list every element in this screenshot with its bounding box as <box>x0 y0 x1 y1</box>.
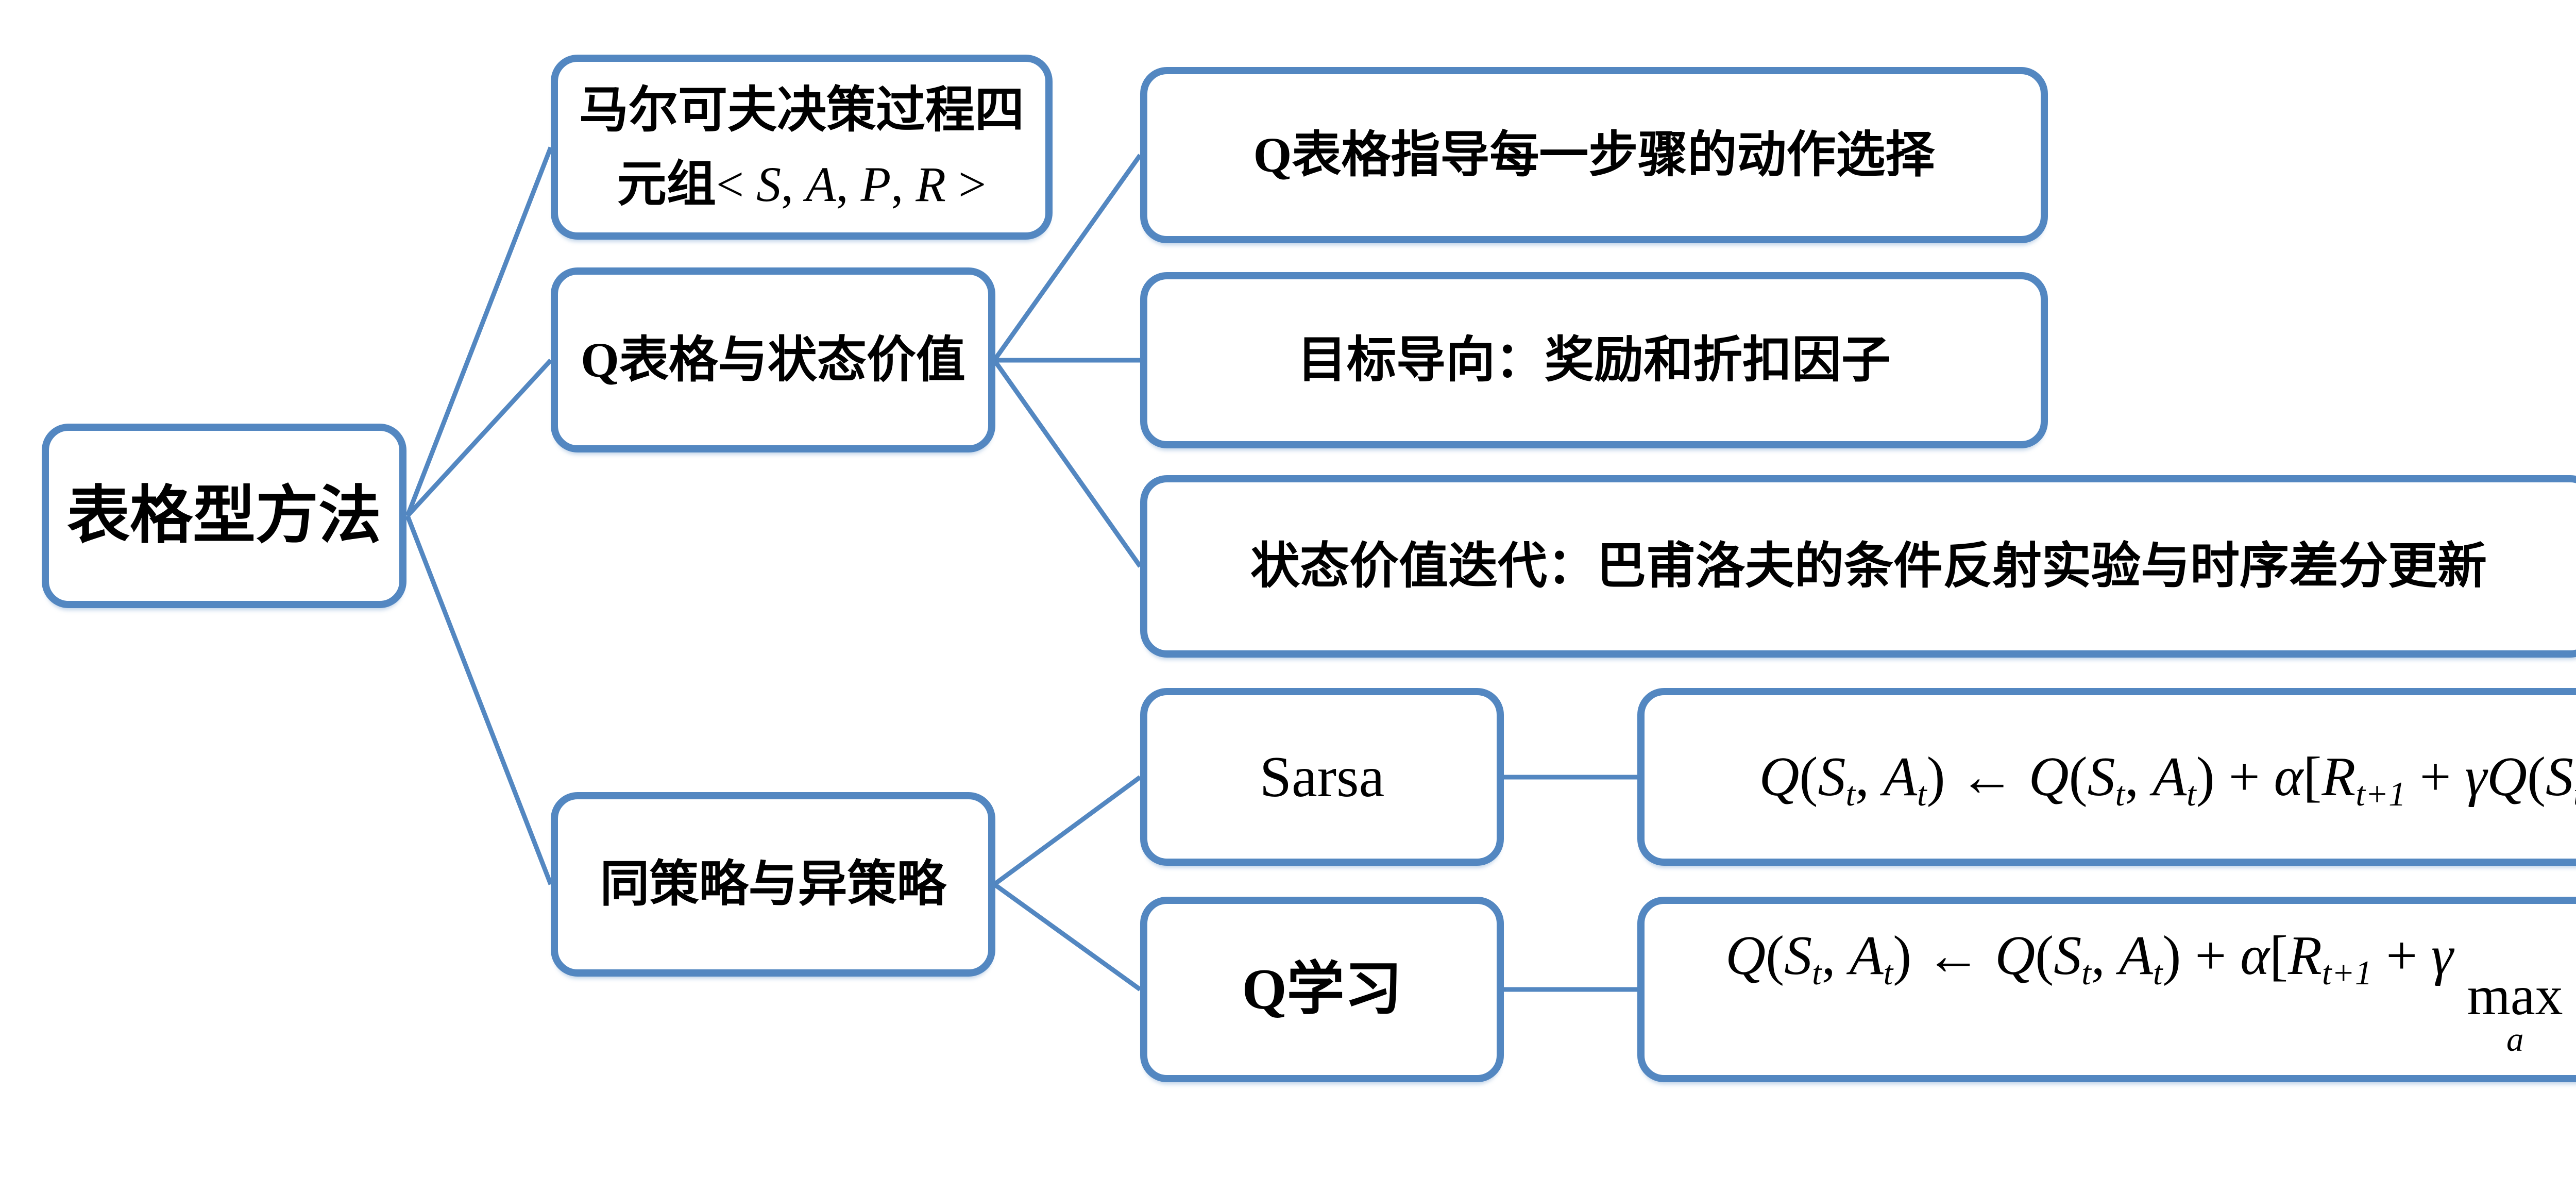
node-mdp-tuple[interactable]: 马尔可夫决策过程四 元组< S, A, P, R > <box>551 55 1053 240</box>
node-label-line2: 元组< S, A, P, R > <box>617 156 987 212</box>
node-qtable-state-value[interactable]: Q表格与状态价值 <box>551 267 995 452</box>
connector-qtable-action <box>992 154 1142 362</box>
node-label: 表格型方法 <box>67 481 381 551</box>
node-label-line1: 马尔可夫决策过程四 <box>579 82 1024 138</box>
node-label: Sarsa <box>1259 745 1385 809</box>
node-label: Q表格指导每一步骤的动作选择 <box>1253 127 1935 182</box>
node-label: Q表格与状态价值 <box>581 332 965 388</box>
connector-root-qtable <box>405 358 553 518</box>
connector-policy-sarsa <box>993 775 1142 886</box>
node-state-value-iteration[interactable]: 状态价值迭代：巴甫洛夫的条件反射实验与时序差分更新 <box>1140 475 2576 658</box>
connector-root-policy <box>405 515 553 885</box>
connector-root-mdp <box>405 146 553 517</box>
node-goal-oriented[interactable]: 目标导向：奖励和折扣因子 <box>1140 272 2048 448</box>
node-tabular-methods[interactable]: 表格型方法 <box>42 424 406 608</box>
node-label: 目标导向：奖励和折扣因子 <box>1297 332 1891 388</box>
node-label: Q学习 <box>1242 958 1402 1021</box>
node-label: 状态价值迭代：巴甫洛夫的条件反射实验与时序差分更新 <box>1250 539 2487 594</box>
node-sarsa-update-formula[interactable]: Q(St, At) ← Q(St, At) + α[Rt+1 + γQ(St+1… <box>1637 688 2576 866</box>
node-on-policy-off-policy[interactable]: 同策略与异策略 <box>551 792 995 977</box>
node-action-selection[interactable]: Q表格指导每一步骤的动作选择 <box>1140 67 2048 243</box>
connector-qtable-valueiter <box>992 359 1142 568</box>
node-sarsa[interactable]: Sarsa <box>1140 688 1504 866</box>
node-label: 同策略与异策略 <box>600 857 946 912</box>
node-q-learning[interactable]: Q学习 <box>1140 897 1504 1082</box>
sarsa-update-formula: Q(St, At) ← Q(St, At) + α[Rt+1 + γQ(St+1… <box>1759 746 2576 813</box>
connector-policy-qlearning <box>993 882 1142 992</box>
